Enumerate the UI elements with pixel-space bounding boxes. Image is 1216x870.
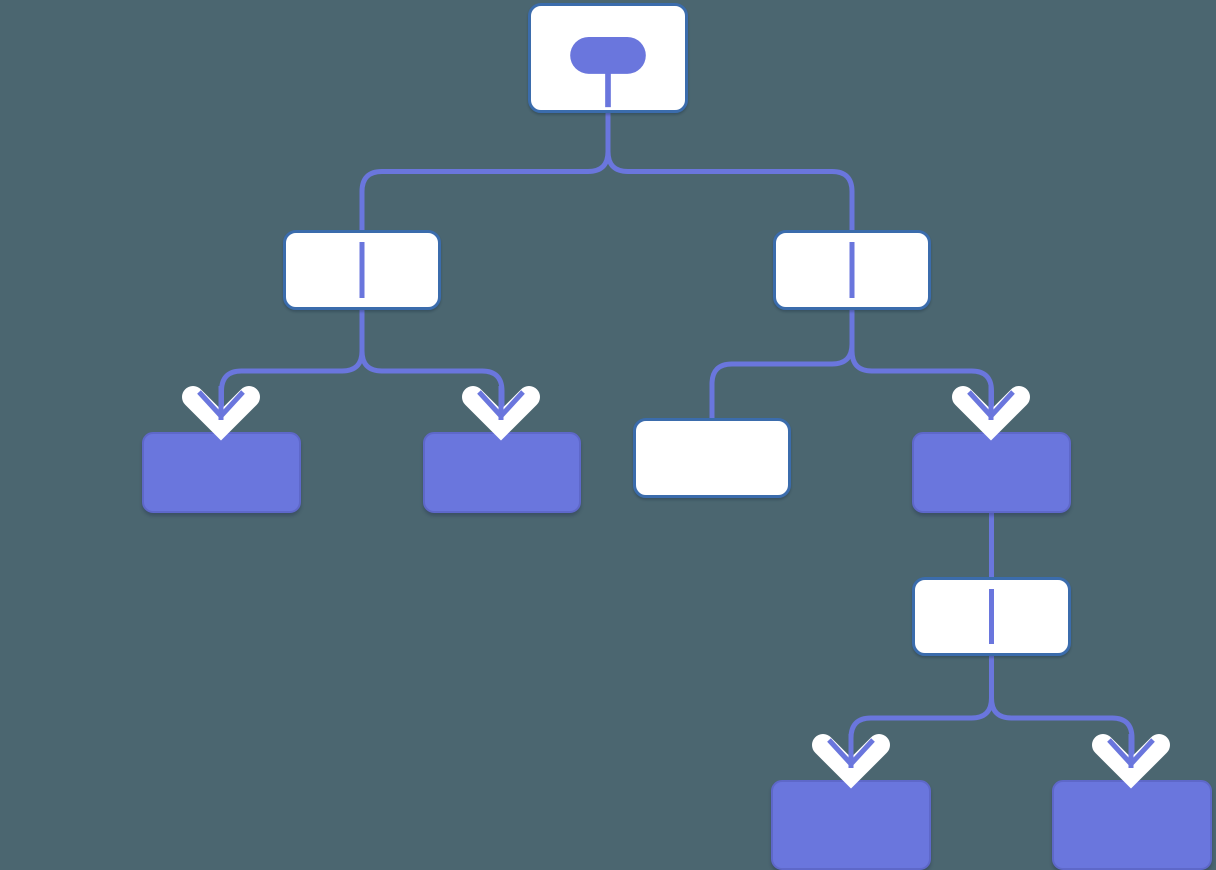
diagram-node[interactable] bbox=[771, 780, 931, 870]
diagram-node[interactable] bbox=[283, 230, 441, 310]
diagram-node[interactable] bbox=[423, 432, 581, 513]
diagram-edge bbox=[359, 304, 505, 438]
diagram-node[interactable] bbox=[912, 577, 1071, 656]
diagram-node[interactable] bbox=[912, 432, 1071, 513]
diagram-node[interactable] bbox=[633, 418, 791, 498]
diagram-node[interactable] bbox=[1052, 780, 1212, 870]
diagram-node[interactable] bbox=[528, 3, 688, 113]
diagram-node[interactable] bbox=[773, 230, 931, 310]
diagram-edge bbox=[605, 107, 855, 236]
diagram-edge bbox=[849, 304, 994, 438]
lollipop-pin-icon bbox=[570, 36, 646, 108]
diagram-edge bbox=[989, 650, 1135, 786]
diagram-node[interactable] bbox=[142, 432, 301, 513]
